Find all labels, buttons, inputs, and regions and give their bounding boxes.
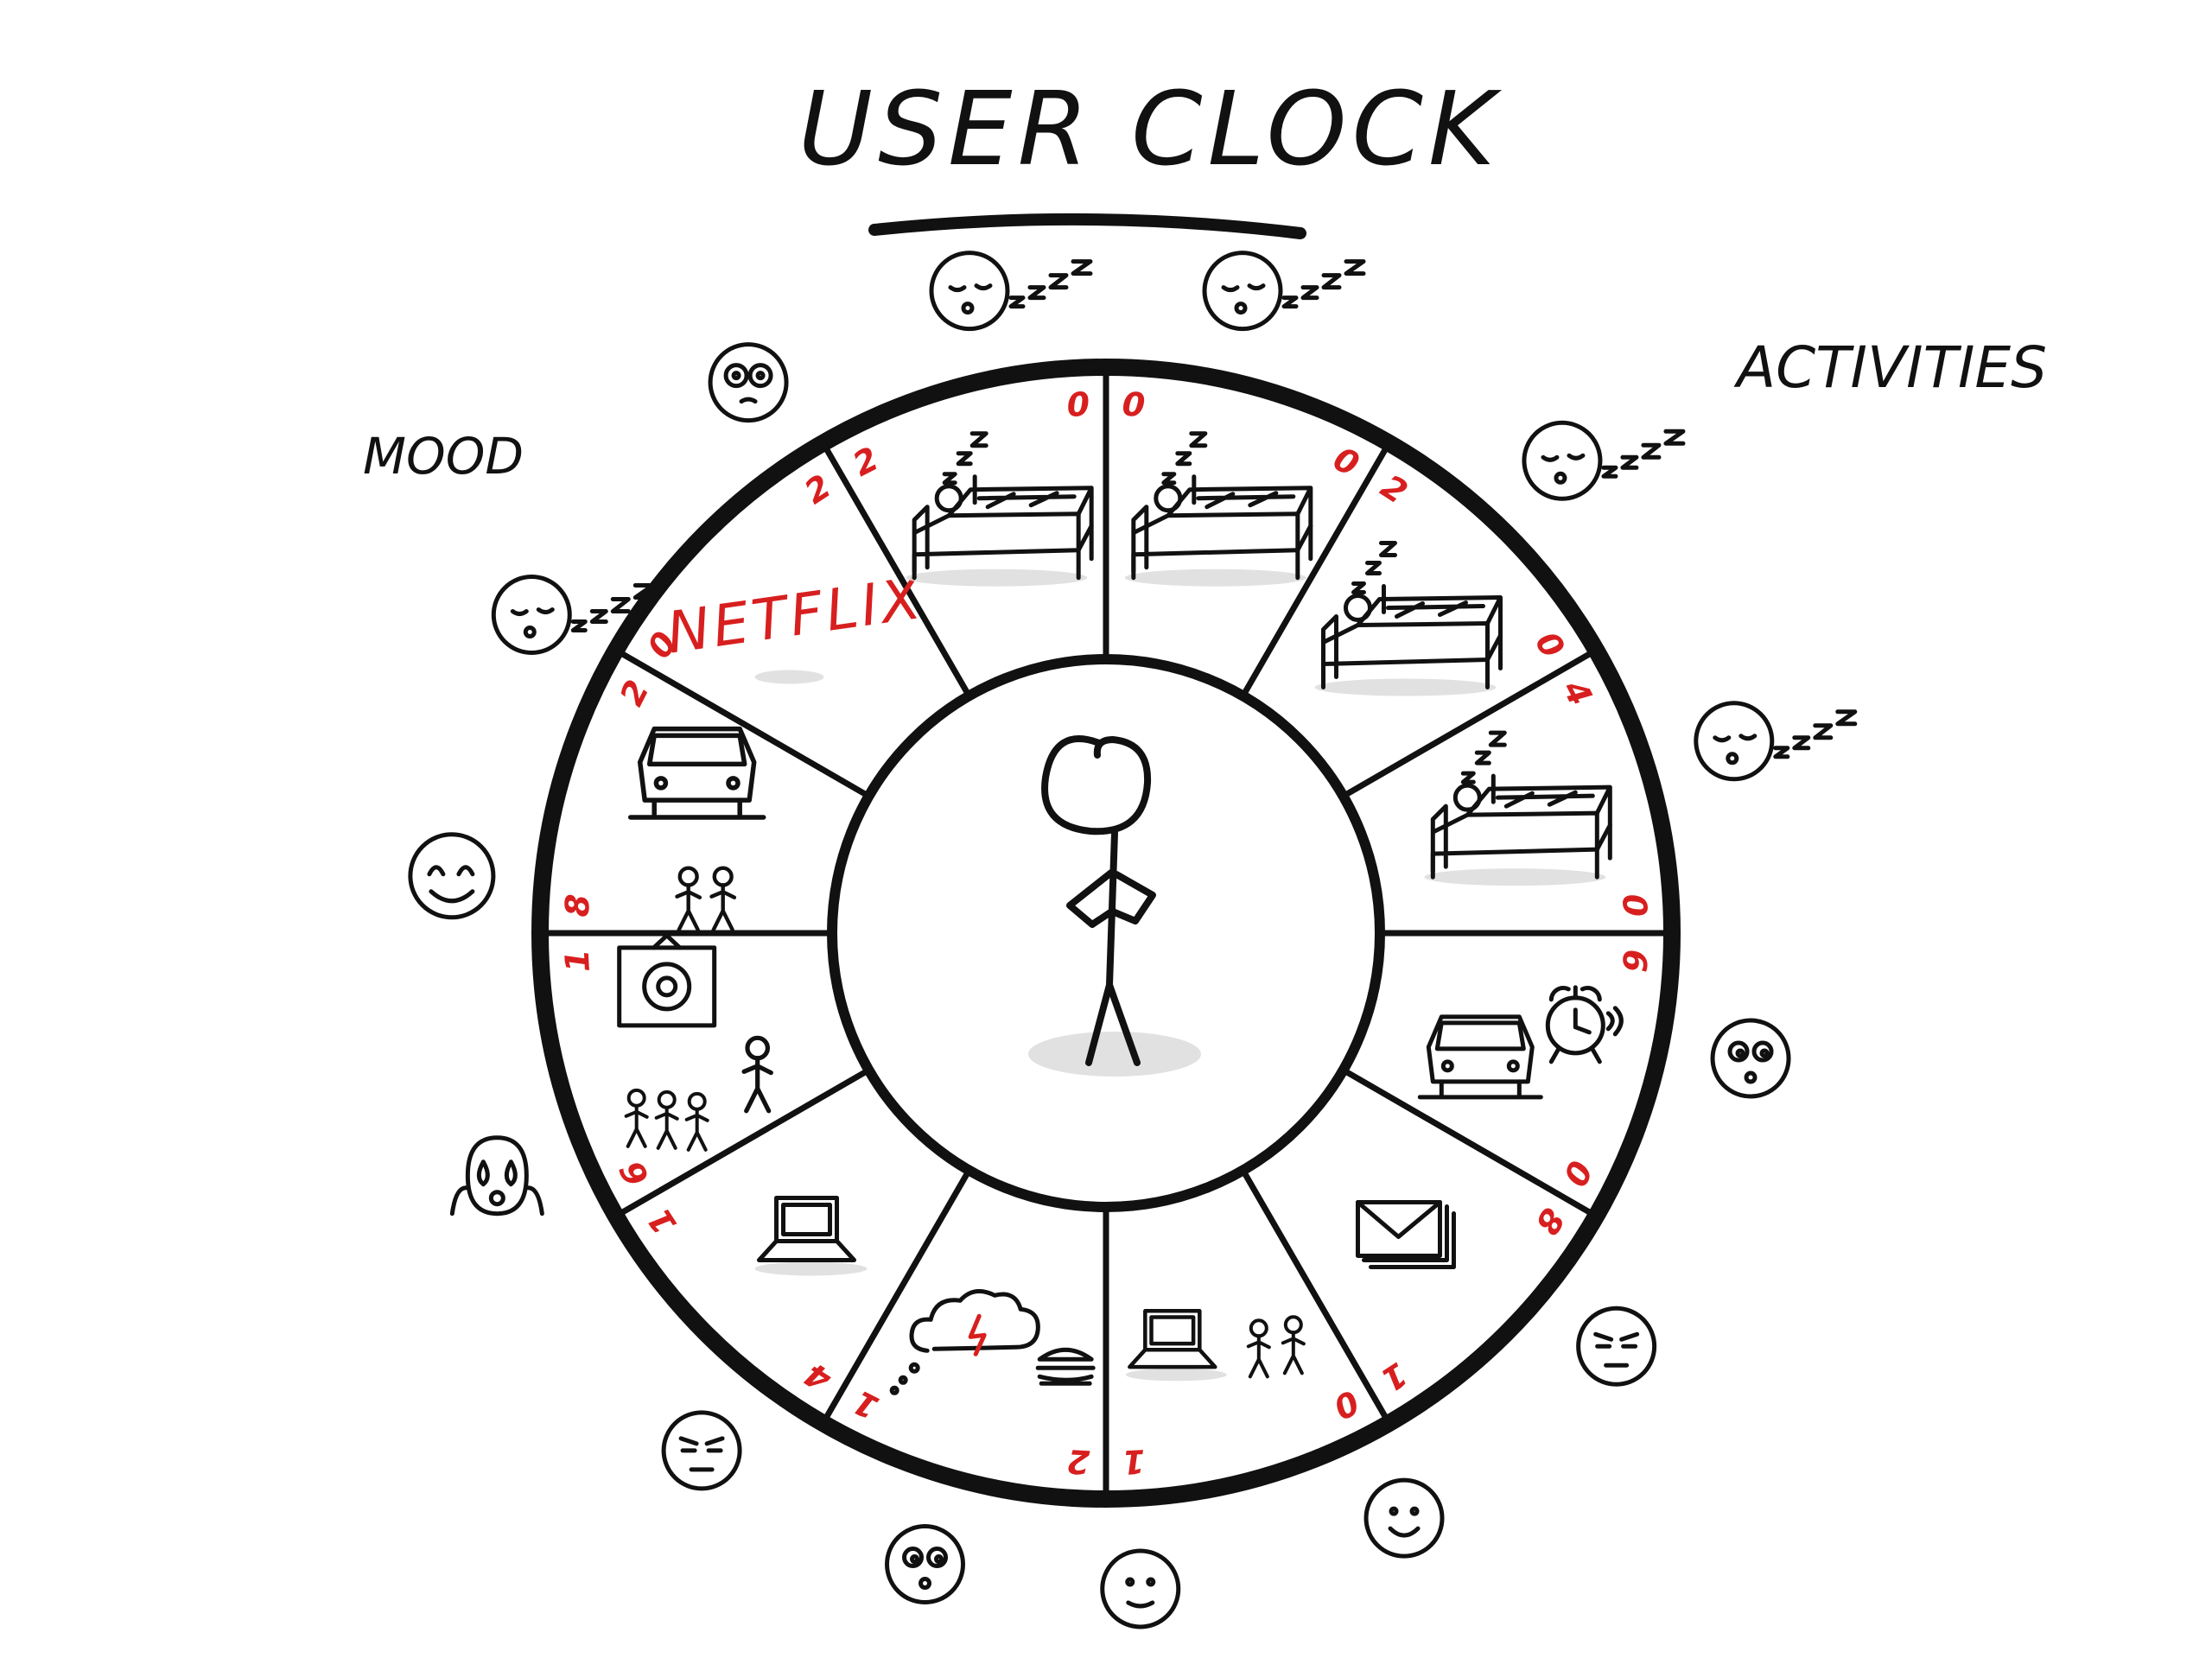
annoyed-face-icon [664,1413,740,1489]
happy-face-icon [410,835,493,918]
segment-divider [820,1167,972,1426]
content-face-icon [1103,1551,1179,1627]
hour-digit: 0 [1528,625,1572,664]
segment-divider [1340,1067,1599,1219]
hour-digit: 1 [640,1202,684,1242]
hour-digit: 6 [613,1154,657,1192]
car-and-alarm-clock-icon [1420,988,1621,1097]
segment-divider [613,1067,872,1219]
hour-digit: 0 [1122,385,1147,424]
hour-digit: 6 [1615,949,1654,974]
hour-digit: 0 [1555,1154,1599,1192]
hour-digit: 0 [1327,1382,1365,1426]
hour-digit: 2 [1066,1442,1091,1481]
segment-divider [613,647,872,799]
bed-sleeping-icon [1314,543,1500,696]
hour-digit: 1 [1122,1442,1147,1481]
hour-digit: 8 [1528,1202,1572,1242]
car-and-people-icon [631,729,764,931]
mail-icon [1357,1202,1453,1267]
mood-faces [410,253,1855,1627]
hour-digit: 2 [1375,467,1414,511]
hour-digit: 4 [1555,673,1600,711]
presentation-and-audience-icon [620,936,772,1152]
hour-digit: 1 [847,1382,885,1426]
segment-divider [1240,440,1392,699]
smiling-face-icon [1366,1480,1442,1556]
hour-digit: 0 [1066,385,1091,424]
hour-digit: 1 [1375,1355,1414,1399]
bed-sleeping-icon [906,434,1091,587]
activities-label: ACTIVITIES [1733,334,2047,401]
segment-divider [1340,647,1599,799]
sleeping-face-icon [1524,422,1683,499]
annoyed-face-icon [1579,1308,1655,1384]
segment-divider [820,440,972,699]
surprised-face-icon [887,1527,963,1603]
bed-sleeping-icon [1424,733,1610,886]
sleeping-face-icon [931,253,1090,329]
thundercloud-and-burger-icon [892,1292,1093,1394]
hour-digit: 4 [798,1355,838,1400]
sleeping-face-icon [1205,253,1363,329]
segment-dividers [537,364,1675,1502]
page-title: USER CLOCK [798,69,1503,188]
sleeping-face-icon [1696,703,1855,779]
hour-digit: 1 [558,949,597,974]
mood-label: MOOD [363,427,524,486]
hour-digit: 0 [1615,893,1654,918]
hour-digit: 2 [798,467,837,511]
wide-eyed-face-icon [710,345,786,421]
hour-digit: 8 [558,893,597,918]
hour-digit: 0 [1327,440,1365,484]
hour-digit: 2 [613,674,657,712]
title-underline [868,213,1306,239]
segment-divider [1240,1167,1392,1426]
bed-sleeping-icon [1125,434,1311,587]
scared-face-icon [452,1138,542,1214]
center-stick-figure-icon [1028,735,1201,1077]
hour-digit: 2 [847,440,885,484]
laptop-and-people-icon [1126,1311,1306,1381]
netflix-text: NETFLIX [663,565,928,684]
laptop-icon [755,1197,868,1275]
surprised-face-icon [1713,1020,1789,1096]
netflix-label: NETFLIX [663,565,928,667]
